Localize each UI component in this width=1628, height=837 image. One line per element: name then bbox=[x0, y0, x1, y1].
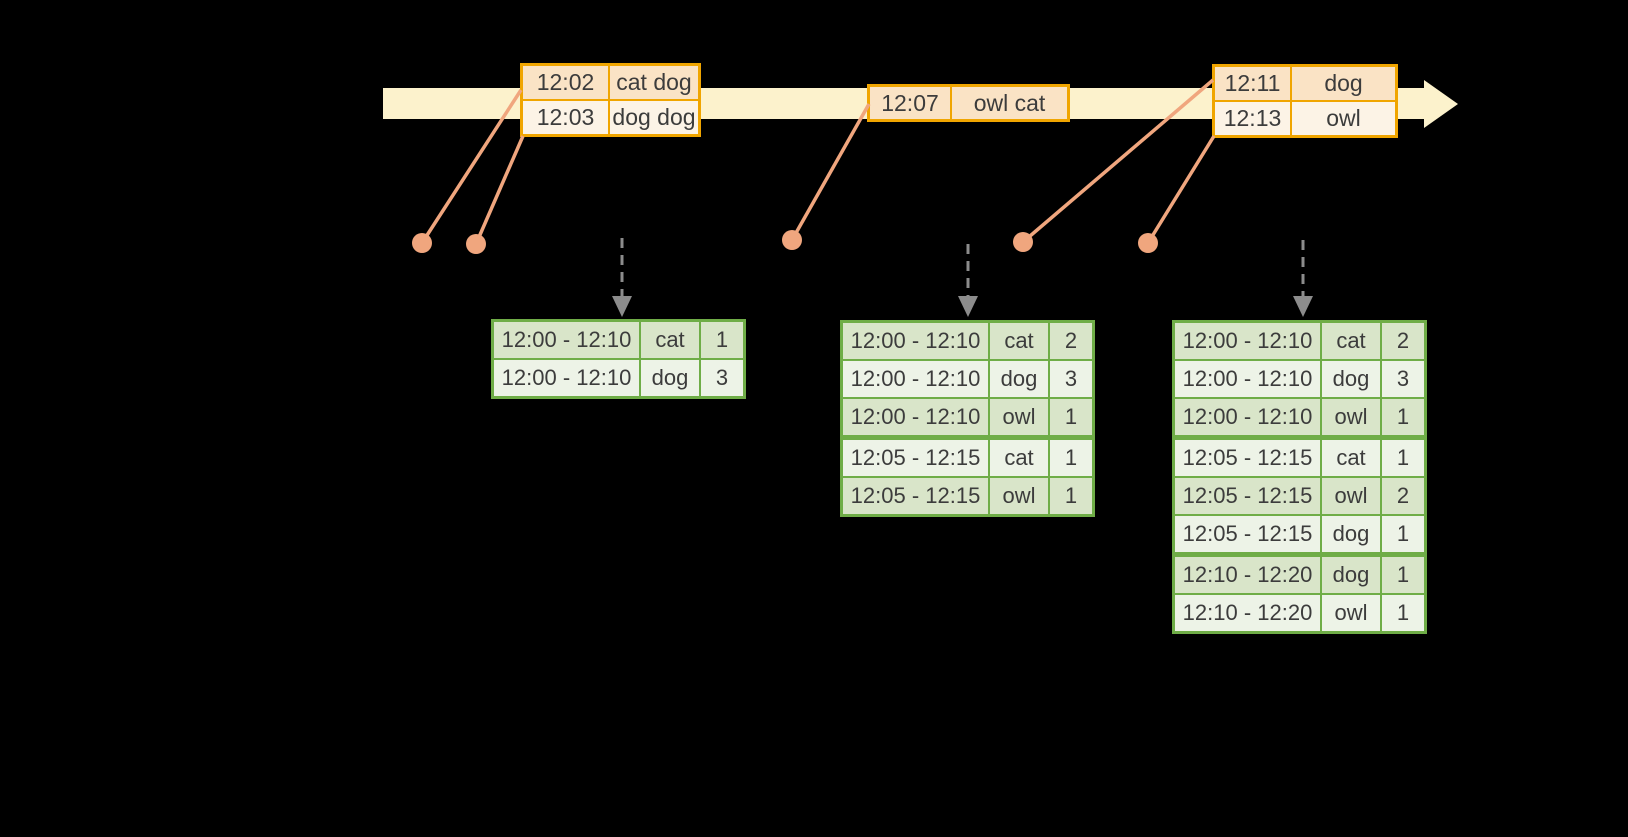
word-cell: cat bbox=[990, 323, 1048, 359]
window-cell: 12:00 - 12:10 bbox=[843, 399, 988, 435]
event-time-cell: 12:07 bbox=[870, 87, 950, 119]
word-cell: dog bbox=[1322, 361, 1380, 397]
event-table-2: 12:07 owl cat bbox=[867, 84, 1070, 122]
count-cell: 1 bbox=[701, 322, 743, 358]
count-cell: 1 bbox=[1382, 516, 1424, 552]
event-row: 12:13 owl bbox=[1215, 102, 1395, 135]
trigger-arrow-icon bbox=[1293, 240, 1313, 317]
count-cell: 1 bbox=[1050, 440, 1092, 476]
result-row: 12:10 - 12:20 dog 1 bbox=[1175, 557, 1424, 593]
event-row: 12:03 dog dog bbox=[523, 101, 698, 134]
window-cell: 12:00 - 12:10 bbox=[843, 323, 988, 359]
event-point-dot bbox=[1013, 232, 1033, 252]
window-cell: 12:05 - 12:15 bbox=[1175, 478, 1320, 514]
window-cell: 12:00 - 12:10 bbox=[494, 322, 639, 358]
word-cell: cat bbox=[641, 322, 699, 358]
word-cell: owl bbox=[990, 399, 1048, 435]
count-cell: 1 bbox=[1382, 440, 1424, 476]
event-leader-line bbox=[790, 103, 871, 241]
result-row: 12:00 - 12:10 cat 1 bbox=[494, 322, 743, 358]
event-time-cell: 12:13 bbox=[1215, 102, 1290, 135]
event-words-cell: cat dog bbox=[610, 66, 698, 99]
event-words-cell: owl bbox=[1292, 102, 1395, 135]
window-cell: 12:00 - 12:10 bbox=[1175, 361, 1320, 397]
event-point-dot bbox=[412, 233, 432, 253]
word-cell: owl bbox=[990, 478, 1048, 514]
result-row: 12:05 - 12:15 cat 1 bbox=[843, 440, 1092, 476]
result-table-1: 12:00 - 12:10 cat 1 12:00 - 12:10 dog 3 bbox=[491, 319, 746, 399]
event-words-cell: dog bbox=[1292, 67, 1395, 100]
event-row: 12:07 owl cat bbox=[870, 87, 1067, 119]
word-cell: cat bbox=[1322, 323, 1380, 359]
word-cell: dog bbox=[1322, 557, 1380, 593]
result-row: 12:00 - 12:10 dog 3 bbox=[1175, 361, 1424, 397]
window-cell: 12:00 - 12:10 bbox=[843, 361, 988, 397]
word-cell: cat bbox=[1322, 440, 1380, 476]
window-cell: 12:05 - 12:15 bbox=[843, 440, 988, 476]
result-row: 12:00 - 12:10 cat 2 bbox=[1175, 323, 1424, 359]
result-row: 12:10 - 12:20 owl 1 bbox=[1175, 595, 1424, 631]
word-cell: owl bbox=[1322, 399, 1380, 435]
window-cell: 12:05 - 12:15 bbox=[1175, 516, 1320, 552]
word-cell: owl bbox=[1322, 595, 1380, 631]
window-cell: 12:00 - 12:10 bbox=[1175, 399, 1320, 435]
event-time-cell: 12:02 bbox=[523, 66, 608, 99]
word-cell: dog bbox=[641, 360, 699, 396]
count-cell: 3 bbox=[1050, 361, 1092, 397]
count-cell: 2 bbox=[1050, 323, 1092, 359]
result-row: 12:00 - 12:10 owl 1 bbox=[1175, 399, 1424, 435]
result-row: 12:05 - 12:15 owl 2 bbox=[1175, 478, 1424, 514]
count-cell: 1 bbox=[1050, 478, 1092, 514]
event-point-dot bbox=[1138, 233, 1158, 253]
count-cell: 1 bbox=[1382, 399, 1424, 435]
result-row: 12:05 - 12:15 cat 1 bbox=[1175, 440, 1424, 476]
event-leader-line bbox=[474, 135, 525, 245]
result-table-2: 12:00 - 12:10 cat 2 12:00 - 12:10 dog 3 … bbox=[840, 320, 1095, 517]
count-cell: 1 bbox=[1382, 595, 1424, 631]
event-words-cell: dog dog bbox=[610, 101, 698, 134]
result-row: 12:00 - 12:10 dog 3 bbox=[494, 360, 743, 396]
event-table-1: 12:02 cat dog 12:03 dog dog bbox=[520, 63, 701, 137]
event-words-cell: owl cat bbox=[952, 87, 1067, 119]
result-table-3: 12:00 - 12:10 cat 2 12:00 - 12:10 dog 3 … bbox=[1172, 320, 1427, 634]
count-cell: 1 bbox=[1382, 557, 1424, 593]
count-cell: 1 bbox=[1050, 399, 1092, 435]
window-cell: 12:10 - 12:20 bbox=[1175, 595, 1320, 631]
window-cell: 12:00 - 12:10 bbox=[494, 360, 639, 396]
event-row: 12:11 dog bbox=[1215, 67, 1395, 100]
trigger-arrow-icon bbox=[612, 238, 632, 317]
event-point-dot bbox=[466, 234, 486, 254]
window-cell: 12:05 - 12:15 bbox=[1175, 440, 1320, 476]
result-row: 12:05 - 12:15 owl 1 bbox=[843, 478, 1092, 514]
result-row: 12:00 - 12:10 owl 1 bbox=[843, 399, 1092, 435]
event-leader-line bbox=[1146, 135, 1216, 244]
timeline-arrowhead-icon bbox=[1424, 80, 1458, 128]
result-row: 12:00 - 12:10 dog 3 bbox=[843, 361, 1092, 397]
event-point-dot bbox=[782, 230, 802, 250]
count-cell: 2 bbox=[1382, 323, 1424, 359]
count-cell: 2 bbox=[1382, 478, 1424, 514]
window-cell: 12:05 - 12:15 bbox=[843, 478, 988, 514]
word-cell: dog bbox=[1322, 516, 1380, 552]
window-cell: 12:00 - 12:10 bbox=[1175, 323, 1320, 359]
event-time-cell: 12:11 bbox=[1215, 67, 1290, 100]
event-row: 12:02 cat dog bbox=[523, 66, 698, 99]
trigger-arrow-icon bbox=[958, 244, 978, 317]
word-cell: dog bbox=[990, 361, 1048, 397]
word-cell: cat bbox=[990, 440, 1048, 476]
word-cell: owl bbox=[1322, 478, 1380, 514]
event-time-cell: 12:03 bbox=[523, 101, 608, 134]
result-row: 12:05 - 12:15 dog 1 bbox=[1175, 516, 1424, 552]
event-table-3: 12:11 dog 12:13 owl bbox=[1212, 64, 1398, 138]
count-cell: 3 bbox=[701, 360, 743, 396]
window-cell: 12:10 - 12:20 bbox=[1175, 557, 1320, 593]
result-row: 12:00 - 12:10 cat 2 bbox=[843, 323, 1092, 359]
count-cell: 3 bbox=[1382, 361, 1424, 397]
